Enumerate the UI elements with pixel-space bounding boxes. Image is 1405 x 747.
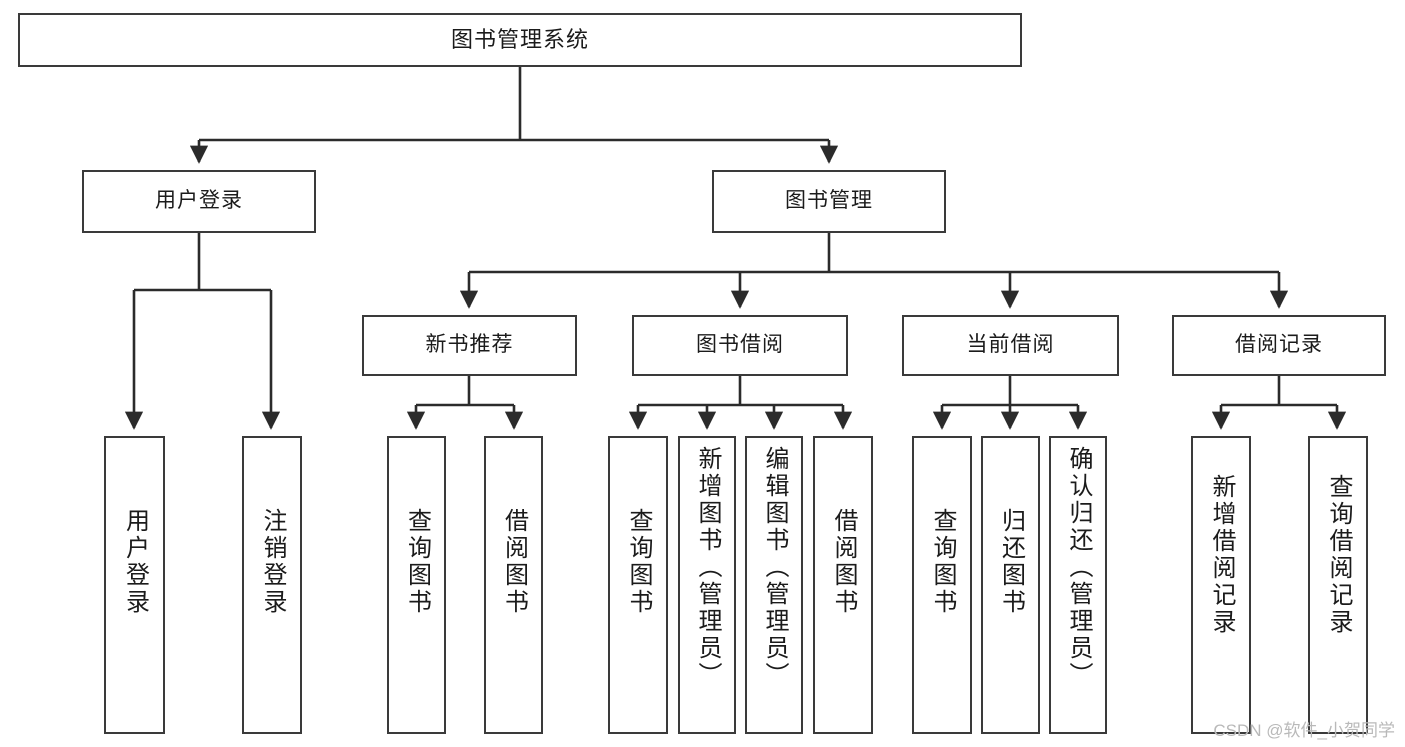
node-new-book-recommend[interactable]: 新书推荐 — [362, 315, 577, 376]
node-book-borrow[interactable]: 图书借阅 — [632, 315, 848, 376]
node-label: 用户登录 — [155, 189, 243, 213]
node-label: 当前借阅 — [966, 333, 1055, 357]
node-leaf-confirm-return[interactable]: 确认归还（管理员） — [1049, 436, 1107, 734]
node-label: 图书借阅 — [696, 333, 784, 357]
node-label: 图书管理 — [785, 189, 873, 213]
node-current-borrow[interactable]: 当前借阅 — [902, 315, 1119, 376]
node-label: 查询借阅记录 — [1325, 474, 1352, 636]
node-leaf-query-book-1[interactable]: 查询图书 — [387, 436, 446, 734]
node-leaf-query-record[interactable]: 查询借阅记录 — [1308, 436, 1368, 734]
node-label: 借阅图书 — [500, 508, 528, 616]
node-label: 查询图书 — [625, 508, 652, 616]
node-label: 新增借阅记录 — [1208, 474, 1235, 636]
node-root-book-management-system[interactable]: 图书管理系统 — [18, 13, 1022, 67]
node-leaf-query-book-3[interactable]: 查询图书 — [912, 436, 972, 734]
node-label: 借阅记录 — [1235, 333, 1323, 357]
node-label: 新增图书（管理员） — [694, 446, 721, 689]
node-label: 用户登录 — [121, 508, 149, 616]
node-label: 确认归还（管理员） — [1065, 446, 1092, 689]
node-leaf-add-book[interactable]: 新增图书（管理员） — [678, 436, 736, 734]
node-user-login[interactable]: 用户登录 — [82, 170, 316, 233]
node-leaf-edit-book[interactable]: 编辑图书（管理员） — [745, 436, 803, 734]
node-label: 注销登录 — [259, 508, 286, 616]
node-label: 图书管理系统 — [450, 27, 589, 53]
node-leaf-borrow-book-2[interactable]: 借阅图书 — [813, 436, 873, 734]
node-leaf-borrow-book-1[interactable]: 借阅图书 — [484, 436, 543, 734]
node-leaf-return-book[interactable]: 归还图书 — [981, 436, 1040, 734]
node-leaf-add-record[interactable]: 新增借阅记录 — [1191, 436, 1251, 734]
node-label: 归还图书 — [997, 508, 1025, 616]
node-label: 查询图书 — [403, 508, 431, 616]
node-label: 查询图书 — [929, 508, 956, 616]
node-leaf-user-login[interactable]: 用户登录 — [104, 436, 165, 734]
node-label: 借阅图书 — [830, 508, 857, 616]
node-leaf-logout-login[interactable]: 注销登录 — [242, 436, 302, 734]
node-label: 新书推荐 — [425, 333, 514, 357]
node-book-manage[interactable]: 图书管理 — [712, 170, 946, 233]
node-leaf-query-book-2[interactable]: 查询图书 — [608, 436, 668, 734]
node-borrow-record[interactable]: 借阅记录 — [1172, 315, 1386, 376]
node-label: 编辑图书（管理员） — [761, 446, 788, 689]
